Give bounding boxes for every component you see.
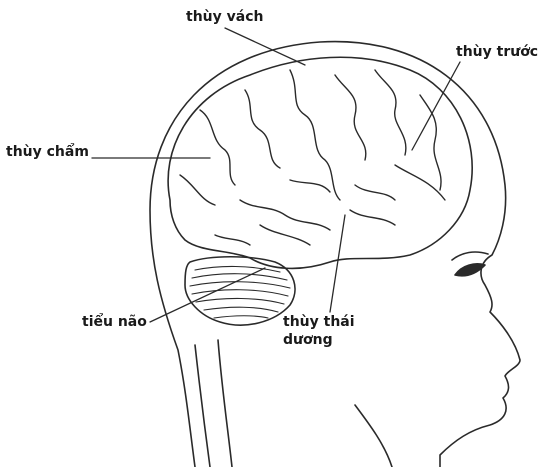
neck-inner-line [195, 345, 210, 467]
label-temporal-lobe-line1: thùy thái [283, 313, 355, 331]
label-parietal-lobe: thùy vách [186, 8, 263, 26]
label-occipital-lobe: thùy chẩm [6, 143, 89, 161]
cerebellum-folds [190, 266, 290, 318]
eye-brow [452, 252, 488, 260]
label-cerebellum: tiểu não [82, 313, 147, 331]
label-frontal-lobe: thùy trước [456, 43, 538, 61]
leader-parietal [225, 28, 305, 65]
brain-outline [168, 57, 472, 268]
leader-cerebellum [150, 268, 265, 322]
spinal-cord-line [218, 340, 232, 467]
head-outline [150, 42, 520, 467]
neck-front-line [355, 405, 392, 467]
leader-temporal [330, 215, 345, 312]
brain-sulci [180, 70, 445, 245]
label-temporal-lobe-line2: dương [283, 331, 333, 349]
